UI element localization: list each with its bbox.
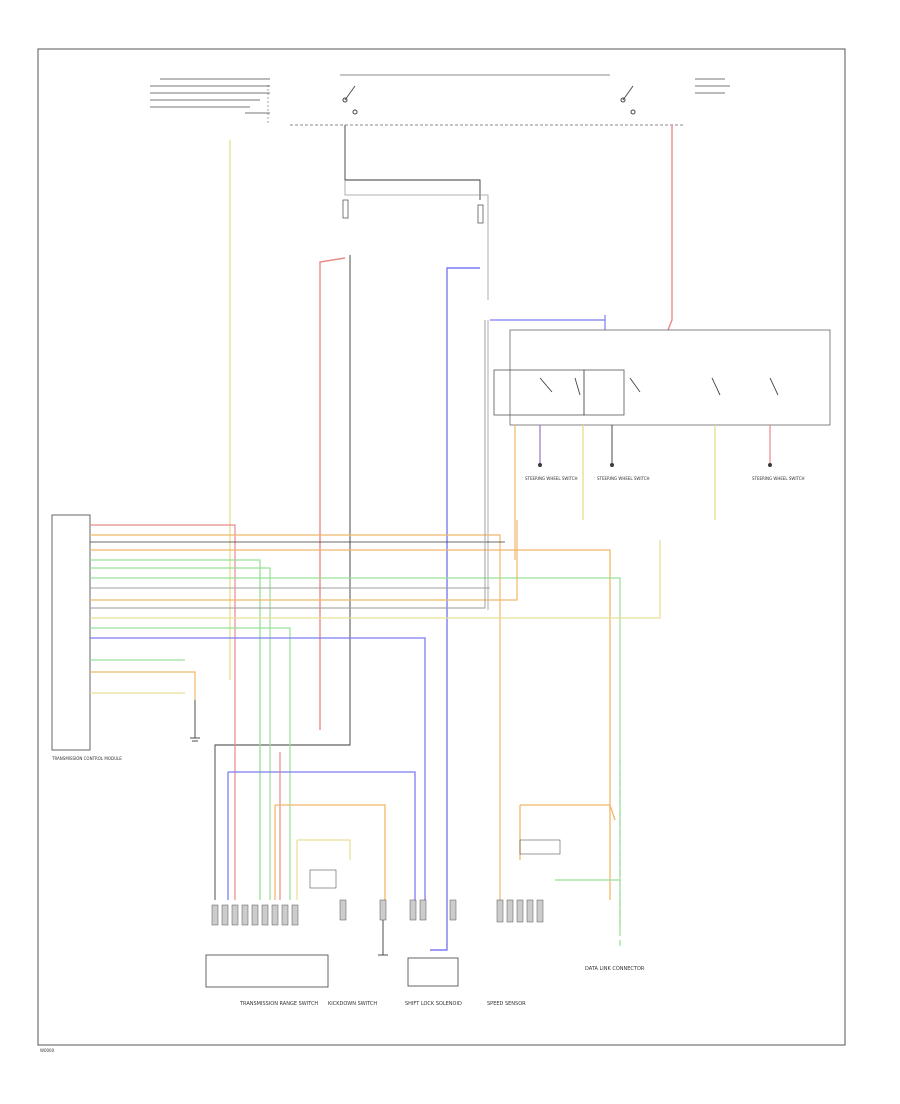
fuse-left bbox=[342, 199, 349, 219]
data-link-connector: DATA LINK CONNECTOR bbox=[585, 966, 645, 972]
kickdown-switch: KICKDOWN SWITCH bbox=[309, 869, 388, 1007]
tcm-harness bbox=[90, 320, 661, 930]
bottom-wiring bbox=[227, 680, 621, 950]
fuse-right bbox=[477, 204, 484, 224]
wire-blue-main bbox=[430, 267, 480, 951]
wire-red-main bbox=[319, 257, 346, 730]
transmission-switch-label: TRANSMISSION RANGE SWITCH bbox=[239, 1001, 318, 1007]
ignition-switch-left bbox=[342, 85, 358, 115]
top-relay-strip bbox=[150, 74, 730, 126]
wire-red-right bbox=[667, 125, 673, 331]
diagram-frame bbox=[37, 48, 846, 1046]
steering-switch-label-1: STEERING WHEEL SWITCH bbox=[525, 476, 578, 481]
shift-lock-label: SHIFT LOCK SOLENOID bbox=[405, 1001, 462, 1007]
wire-black-fuse bbox=[344, 125, 481, 200]
data-link-label: DATA LINK CONNECTOR bbox=[585, 966, 645, 972]
steering-switch-label-2: STEERING WHEEL SWITCH bbox=[597, 476, 650, 481]
steering-switch-assembly bbox=[487, 315, 831, 610]
speed-sensor-label: SPEED SENSOR bbox=[487, 1001, 526, 1007]
speed-sensor: SPEED SENSOR bbox=[487, 839, 561, 1007]
transmission-switch-connector: TRANSMISSION RANGE SWITCH bbox=[205, 904, 329, 1007]
diagram-id: W0000 bbox=[40, 1048, 55, 1053]
shift-lock-solenoid: SHIFT LOCK SOLENOID bbox=[405, 899, 462, 1007]
top-left-note bbox=[150, 78, 270, 125]
top-right-note bbox=[695, 78, 730, 94]
steering-switch-labels: STEERING WHEEL SWITCH STEERING WHEEL SWI… bbox=[525, 476, 805, 481]
tcm-label: TRANSMISSION CONTROL MODULE bbox=[51, 756, 122, 761]
kickdown-label: KICKDOWN SWITCH bbox=[328, 1001, 377, 1007]
ignition-switch-right bbox=[620, 85, 636, 115]
steering-switch-label-3: STEERING WHEEL SWITCH bbox=[752, 476, 805, 481]
wire-black-main bbox=[214, 255, 351, 900]
tcm-module: TRANSMISSION CONTROL MODULE bbox=[51, 514, 122, 761]
tcm-ground bbox=[190, 700, 200, 742]
